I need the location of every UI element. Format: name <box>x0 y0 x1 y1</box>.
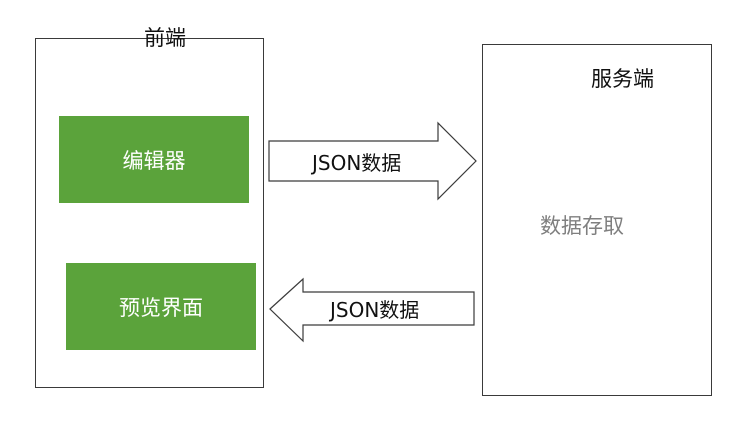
arrow-right-icon <box>268 121 477 201</box>
server-title: 服务端 <box>591 67 654 91</box>
preview-box: 预览界面 <box>66 263 256 350</box>
frontend-title: 前端 <box>144 26 186 50</box>
server-panel: 服务端 <box>482 44 712 396</box>
arrow-right-shape <box>268 121 477 201</box>
arrow-left-shape <box>269 277 475 343</box>
arrow-right-label: JSON数据 <box>312 151 402 175</box>
arrow-left-label: JSON数据 <box>330 298 420 322</box>
data-storage-label: 数据存取 <box>540 214 624 238</box>
arrow-left-icon <box>269 277 475 343</box>
editor-box: 编辑器 <box>59 116 249 203</box>
